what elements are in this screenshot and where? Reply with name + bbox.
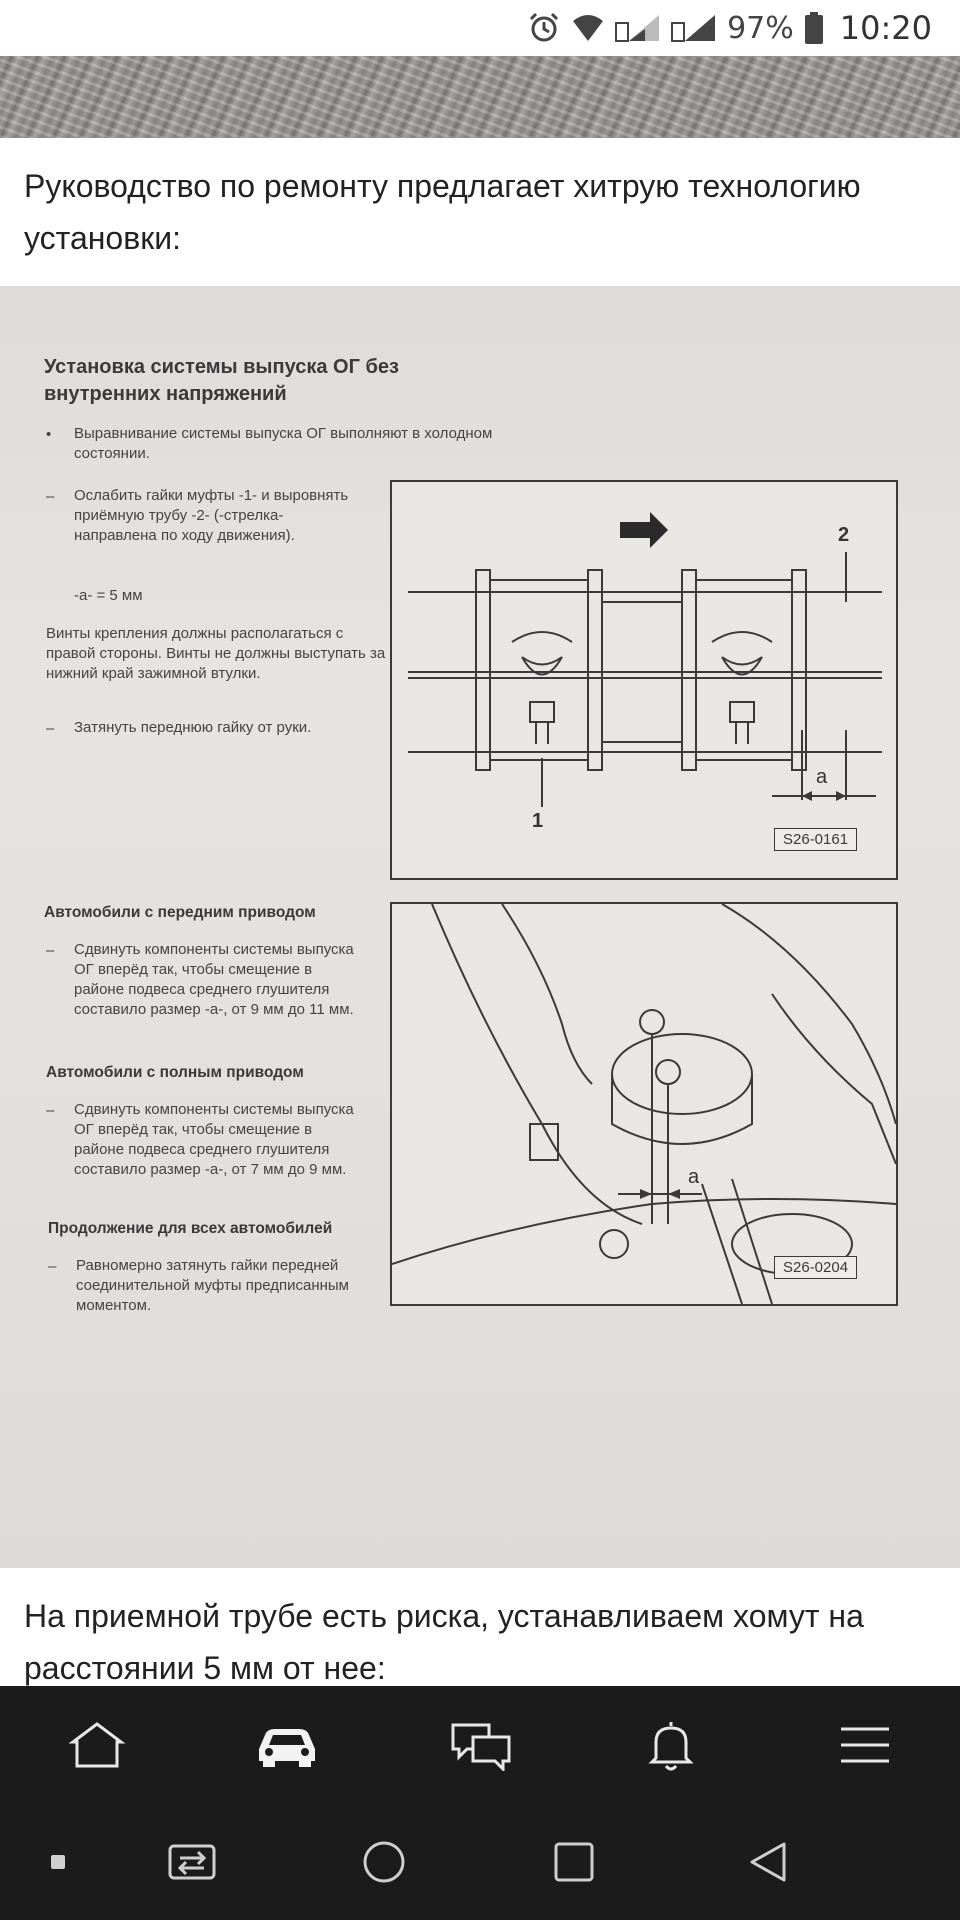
figure-mount: a S26-0204	[390, 902, 898, 1306]
bottom-navigation	[0, 1686, 960, 1802]
signal-sim1-icon	[615, 11, 661, 45]
status-icons: 97% 10:20	[527, 0, 932, 56]
all-wheel-drive-text: Сдвинуть компоненты системы выпуска ОГ в…	[74, 1101, 354, 1178]
post-paragraph: На приемной трубе есть риска, устанавлив…	[24, 1598, 864, 1686]
manual-item-2: Ослабить гайки муфты -1- и выровнять при…	[74, 487, 349, 544]
post-photo-previous[interactable]	[0, 56, 960, 138]
bell-icon[interactable]	[636, 1710, 706, 1780]
home-circle-icon[interactable]	[354, 1832, 414, 1892]
manual-dimension: -a- = 5 мм	[74, 587, 143, 604]
figure-code: S26-0161	[774, 828, 858, 851]
car-icon[interactable]	[252, 1710, 322, 1780]
signal-sim2-icon	[671, 11, 717, 45]
figure-coupling: 1 2 a S26-0161	[390, 480, 898, 880]
menu-icon[interactable]	[830, 1710, 900, 1780]
callout-a: a	[816, 766, 828, 788]
heading-front-wheel-drive: Автомобили с передним приводом	[44, 904, 316, 921]
switch-apps-icon[interactable]	[162, 1832, 222, 1892]
front-wheel-drive-text: Сдвинуть компоненты системы выпуска ОГ в…	[74, 941, 354, 1018]
battery-icon	[804, 11, 824, 45]
post-paragraph: Руководство по ремонту предлагает хитрую…	[24, 168, 861, 256]
figure-code: S26-0204	[774, 1256, 858, 1279]
dash-mark: –	[46, 942, 55, 959]
chat-icon[interactable]	[446, 1710, 516, 1780]
clock: 10:20	[839, 9, 932, 47]
callout-2: 2	[838, 524, 850, 546]
dot-icon[interactable]	[28, 1832, 88, 1892]
battery-percent: 97%	[727, 10, 794, 46]
callout-1: 1	[532, 810, 544, 832]
callout-a: a	[688, 1166, 700, 1188]
back-triangle-icon[interactable]	[738, 1832, 798, 1892]
manual-item-3: Затянуть переднюю гайку от руки.	[74, 719, 312, 736]
dash-mark: –	[46, 720, 55, 737]
system-navigation	[0, 1802, 960, 1920]
heading-all-vehicles: Продолжение для всех автомобилей	[48, 1220, 333, 1237]
dash-mark: –	[46, 488, 55, 505]
heading-all-wheel-drive: Автомобили с полным приводом	[46, 1064, 304, 1081]
home-icon[interactable]	[62, 1710, 132, 1780]
all-vehicles-text: Равномерно затянуть гайки передней соеди…	[76, 1257, 349, 1314]
alarm-icon	[527, 11, 561, 45]
manual-note: Винты крепления должны располагаться с п…	[46, 625, 386, 682]
post-photo-manual[interactable]: Установка системы выпуска ОГ без внутрен…	[0, 286, 960, 1568]
manual-title: Установка системы выпуска ОГ без внутрен…	[44, 356, 399, 405]
dash-mark: –	[46, 1102, 55, 1119]
recents-square-icon[interactable]	[544, 1832, 604, 1892]
wifi-icon	[571, 11, 605, 45]
bullet-mark: •	[46, 426, 52, 443]
status-bar: 97% 10:20	[0, 0, 960, 56]
dash-mark: –	[48, 1258, 57, 1275]
manual-item-1: Выравнивание системы выпуска ОГ выполняю…	[74, 425, 493, 462]
